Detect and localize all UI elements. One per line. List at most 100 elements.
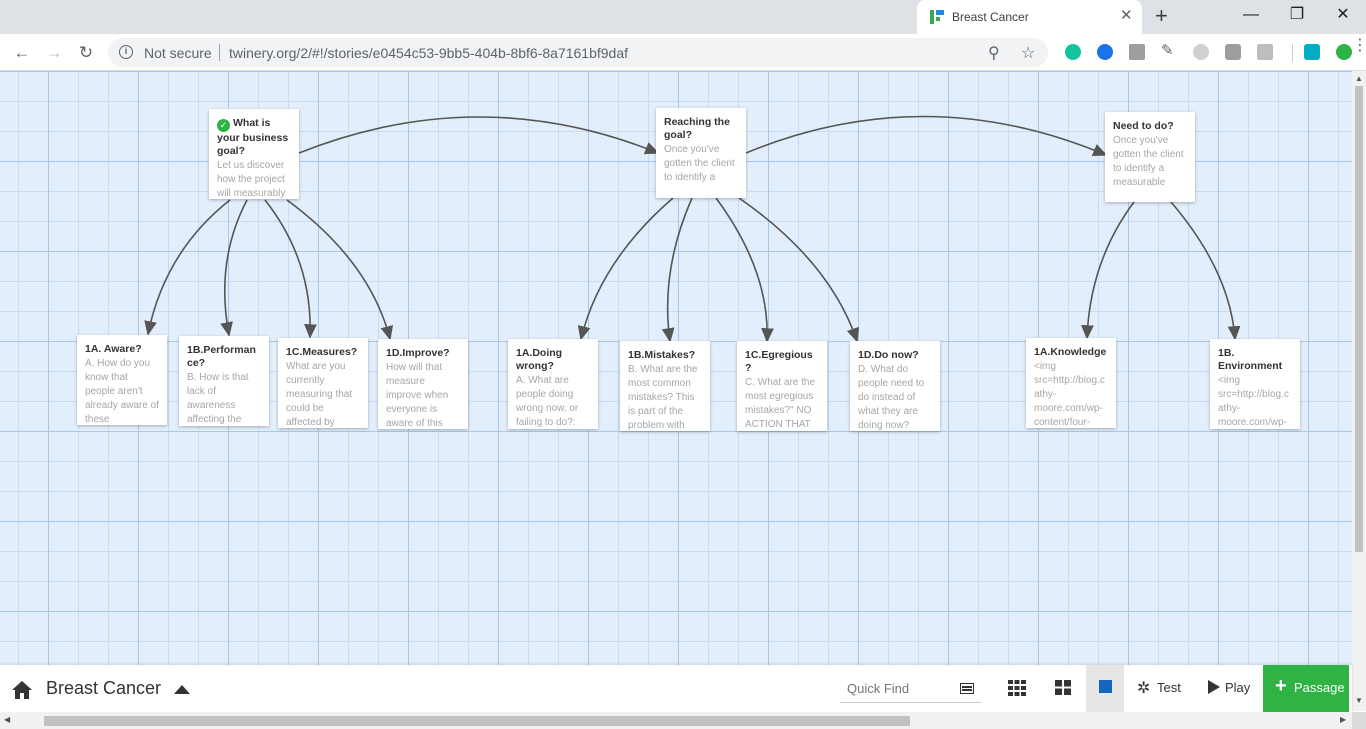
passage-card-p10[interactable]: 1C.Egregious? C. What are the most egreg… <box>737 341 827 431</box>
scroll-right-icon[interactable]: ▶ <box>1340 715 1347 724</box>
passage-title: 1B.Mistakes? <box>628 349 696 361</box>
test-button[interactable]: Test <box>1157 680 1181 695</box>
passage-card-p9[interactable]: 1B.Mistakes? B. What are the most common… <box>620 341 710 431</box>
passage-card-p13[interactable]: 1B. Environment <img src=http://blog.cat… <box>1210 339 1300 429</box>
passage-excerpt: A. What are people doing wrong now, or f… <box>516 375 579 428</box>
link-p2-p8 <box>577 197 674 341</box>
story-menu-caret-icon[interactable] <box>174 685 190 694</box>
passage-card-p8[interactable]: 1A.Doing wrong? A. What are people doing… <box>508 339 598 429</box>
extension-divider <box>1292 44 1293 62</box>
play-icon[interactable] <box>1208 680 1220 694</box>
twine-favicon-icon <box>930 10 944 24</box>
link-p2-p3 <box>745 115 1108 156</box>
vertical-scrollbar[interactable]: ▲ ▼ <box>1352 71 1366 711</box>
back-icon[interactable]: ← <box>13 43 31 62</box>
horizontal-scroll-thumb[interactable] <box>44 716 910 726</box>
tab-title: Breast Cancer <box>952 10 1029 24</box>
circle-extension-icon[interactable] <box>1193 44 1209 60</box>
forward-icon[interactable]: → <box>45 43 63 62</box>
profile-extension-icon[interactable] <box>1304 44 1320 60</box>
url-divider <box>219 44 220 61</box>
b-extension-icon[interactable] <box>1225 44 1241 60</box>
passage-card-p4[interactable]: 1A. Aware? A. How do you know that peopl… <box>77 335 167 425</box>
shield-extension-icon[interactable] <box>1257 44 1273 60</box>
passage-excerpt: D. What do people need to do instead of … <box>858 364 925 431</box>
restore-icon[interactable]: ❐ <box>1289 6 1305 23</box>
passage-card-p12[interactable]: 1A.Knowledge <img src=http://blog.cathy-… <box>1026 338 1116 428</box>
passage-card-p6[interactable]: 1C.Measures? What are you currently meas… <box>278 338 368 428</box>
vertical-scroll-thumb[interactable] <box>1355 86 1363 552</box>
passage-title-text: What is your business goal? <box>217 117 289 157</box>
home-icon[interactable] <box>11 680 33 700</box>
browser-tab[interactable]: Breast Cancer ✕ <box>917 0 1142 34</box>
link-p2-p10 <box>715 197 774 343</box>
passage-title: 1A. Aware? <box>85 343 142 355</box>
grid-medium-icon <box>1054 680 1071 695</box>
link-p1-p2 <box>298 116 660 155</box>
passage-card-p5[interactable]: 1B.Performance? B. How is that lack of a… <box>179 336 269 426</box>
passage-title: Reaching the goal? <box>664 116 730 141</box>
play-button[interactable]: Play <box>1225 680 1251 695</box>
new-passage-label: Passage <box>1294 680 1345 695</box>
link-p1-p7 <box>286 199 394 341</box>
passage-card-p7[interactable]: 1D.Improve? How will that measure improv… <box>378 339 468 429</box>
new-tab-icon[interactable]: + <box>1155 3 1168 28</box>
link-p1-p4 <box>144 199 231 336</box>
passage-title: 1D.Do now? <box>858 349 919 361</box>
search-extension-icon[interactable] <box>1097 44 1113 60</box>
browser-menu-icon[interactable]: ⋮ <box>1352 37 1366 54</box>
passage-excerpt: Let us discover how the project will mea… <box>217 160 286 199</box>
new-passage-button[interactable]: + Passage <box>1263 665 1349 712</box>
extension-icon[interactable] <box>1129 44 1145 60</box>
grammarly-icon[interactable] <box>1065 44 1081 60</box>
bug-icon[interactable]: ✲ <box>1137 680 1151 697</box>
passage-card-p11[interactable]: 1D.Do now? D. What do people need to do … <box>850 341 940 431</box>
story-title[interactable]: Breast Cancer <box>46 678 162 698</box>
browser-tab-strip: Breast Cancer ✕ + — ❐ ✕ <box>0 0 1366 34</box>
zoom-small-button[interactable] <box>994 665 1039 712</box>
passage-card-p2[interactable]: Reaching the goal? Once you've gotten th… <box>656 108 746 198</box>
passage-links <box>144 115 1241 343</box>
link-p2-p9 <box>661 197 693 343</box>
tab-close-icon[interactable]: ✕ <box>1120 7 1133 24</box>
link-p1-p5 <box>220 199 248 337</box>
passage-title: 1A.Doing wrong? <box>516 347 563 372</box>
reload-icon[interactable]: ↻ <box>78 43 94 62</box>
scroll-up-icon[interactable]: ▲ <box>1355 74 1363 83</box>
zoom-medium-button[interactable] <box>1040 665 1085 712</box>
security-label: Not secure <box>144 45 212 61</box>
url-text[interactable]: twinery.org/2/#!/stories/e0454c53-9bb5-4… <box>229 45 629 61</box>
passage-title: 1C.Measures? <box>286 346 358 358</box>
eyedropper-icon[interactable]: ✎ <box>1161 42 1174 59</box>
address-bar[interactable]: i Not secure twinery.org/2/#!/stories/e0… <box>108 38 1048 67</box>
passage-excerpt: A. How do you know that people aren't al… <box>85 358 159 425</box>
quick-find-input[interactable] <box>840 675 982 703</box>
horizontal-scrollbar[interactable]: ◀ ▶ <box>0 712 1352 729</box>
highlight-icon[interactable] <box>960 683 974 694</box>
passage-card-p3[interactable]: Need to do? Once you've gotten the clien… <box>1105 112 1195 202</box>
minimize-icon[interactable]: — <box>1243 6 1259 23</box>
link-p2-p11 <box>738 197 859 343</box>
passage-title: Need to do? <box>1113 120 1174 132</box>
start-passage-icon: ✓ <box>217 119 230 132</box>
scroll-down-icon[interactable]: ▼ <box>1355 696 1363 705</box>
passage-title: 1B. Environment <box>1218 347 1283 372</box>
passage-excerpt: Once you've gotten the client to identif… <box>664 144 735 183</box>
story-map[interactable]: ✓What is your business goal? Let us disc… <box>0 71 1352 665</box>
browser-toolbar: ← → ↻ i Not secure twinery.org/2/#!/stor… <box>0 34 1366 71</box>
passage-excerpt: How will that measure improve when every… <box>386 362 449 429</box>
passage-title: 1D.Improve? <box>386 347 450 359</box>
zoom-large-button[interactable] <box>1086 665 1124 712</box>
scrollbar-corner <box>1352 712 1366 729</box>
info-icon[interactable]: i <box>119 45 133 59</box>
passage-title: ✓What is your business goal? <box>217 117 291 158</box>
grid-small-icon <box>1007 680 1026 696</box>
update-icon[interactable] <box>1336 44 1352 60</box>
bookmark-star-icon[interactable]: ☆ <box>1021 45 1036 62</box>
passage-excerpt: C. What are the most egregious mistakes?… <box>745 377 816 430</box>
zoom-icon[interactable]: ⚲ <box>988 45 1000 62</box>
passage-card-p1[interactable]: ✓What is your business goal? Let us disc… <box>209 109 299 199</box>
link-p3-p13 <box>1170 201 1241 341</box>
close-window-icon[interactable]: ✕ <box>1336 6 1350 23</box>
scroll-left-icon[interactable]: ◀ <box>4 715 11 724</box>
